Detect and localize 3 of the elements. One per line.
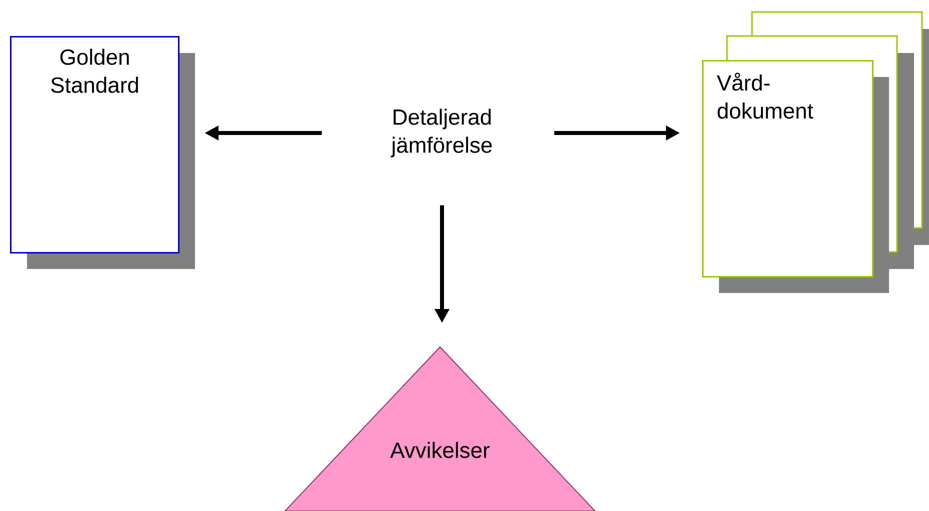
document-box: Golden Standard	[10, 36, 195, 269]
heading-text: Detaljerad jämförelse	[390, 108, 492, 158]
document-page: Vård- dokument	[702, 60, 889, 293]
